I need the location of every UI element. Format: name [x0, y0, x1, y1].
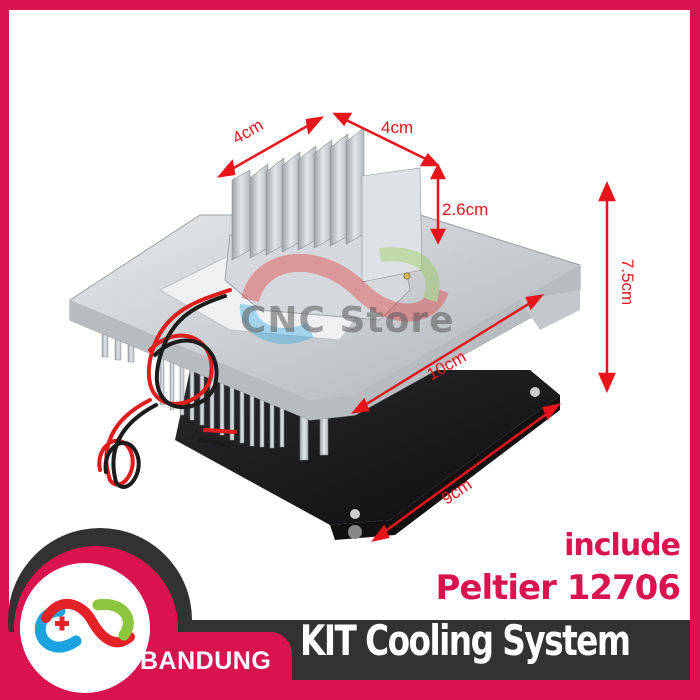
infinity-cross-logo-icon — [34, 598, 135, 653]
product-title: KIT Cooling System — [300, 616, 631, 665]
peltier-model-label: Peltier 12706 — [435, 568, 681, 608]
store-watermark: CNC Store — [240, 300, 455, 341]
location-label: BANDUNG — [140, 647, 272, 675]
include-label: include — [564, 528, 681, 563]
logo-badge — [20, 563, 150, 693]
dimension-heatsink-depth: 4cm — [381, 118, 414, 137]
dimension-total-height: 7.5cm — [618, 258, 638, 306]
dimension-heatsink-height: 2.6cm — [442, 200, 489, 219]
